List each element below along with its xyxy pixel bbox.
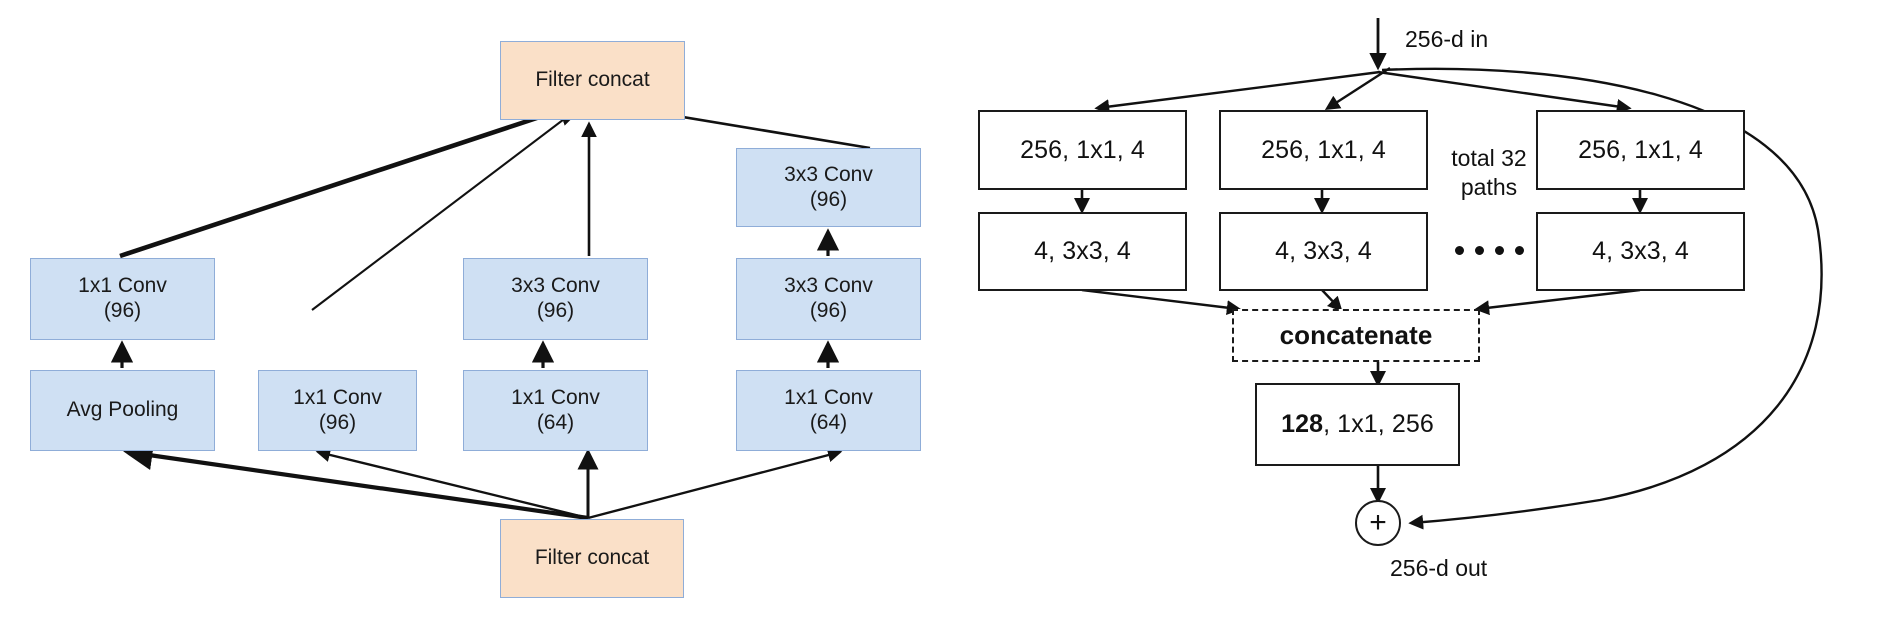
right-path1-conv: 4, 3x3, 4	[978, 212, 1187, 291]
right-concatenate-label: concatenate	[1279, 320, 1433, 350]
right-total-paths-line1: total 32	[1451, 145, 1527, 171]
right-final-conv-label: 128, 1x1, 256	[1281, 410, 1434, 439]
left-branch1-avg-pooling: Avg Pooling	[30, 370, 215, 451]
left-branch4-conv-1x1: 1x1 Conv (64)	[736, 370, 921, 451]
left-branch2-conv-1x1-line2: (96)	[318, 410, 357, 434]
right-path1-reduce: 256, 1x1, 4	[978, 110, 1187, 190]
left-branch1-conv-1x1-line2: (96)	[103, 299, 142, 322]
left-branch4-conv-3x3-mid-line1: 3x3 Conv	[784, 274, 873, 298]
left-branch2-conv-1x1: 1x1 Conv (96)	[258, 370, 417, 451]
right-total-paths-label: total 32 paths	[1443, 144, 1535, 203]
right-total-paths-line2: paths	[1460, 174, 1518, 201]
left-branch4-conv-3x3-top: 3x3 Conv (96)	[736, 148, 921, 227]
right-path2-reduce: 256, 1x1, 4	[1219, 110, 1428, 190]
left-branch4-conv-3x3-top-line2: (96)	[809, 187, 848, 211]
right-merge-plus-label: +	[1369, 506, 1387, 539]
left-branch3-conv-3x3-line1: 3x3 Conv	[511, 274, 600, 298]
right-path1-reduce-label: 256, 1x1, 4	[1020, 135, 1145, 164]
left-branch3-conv-3x3: 3x3 Conv (96)	[463, 258, 648, 340]
left-branch4-conv-3x3-top-line1: 3x3 Conv	[784, 162, 873, 186]
left-branch4-conv-1x1-line1: 1x1 Conv	[784, 385, 873, 409]
right-ellipsis-icon	[1455, 246, 1524, 255]
left-branch4-conv-3x3-mid-line2: (96)	[809, 299, 848, 322]
left-branch1-conv-1x1-line1: 1x1 Conv	[78, 274, 167, 298]
left-bottom-filter-concat-label: Filter concat	[534, 546, 650, 570]
right-path3-conv-label: 4, 3x3, 4	[1592, 237, 1689, 265]
right-path3-reduce-label: 256, 1x1, 4	[1578, 135, 1703, 164]
right-path3-conv: 4, 3x3, 4	[1536, 212, 1745, 291]
left-branch3-conv-3x3-line2: (96)	[536, 299, 575, 322]
left-branch4-conv-1x1-line2: (64)	[809, 410, 848, 434]
right-output-label: 256-d out	[1390, 555, 1488, 581]
right-input-label: 256-d in	[1405, 26, 1489, 52]
left-branch4-conv-3x3-mid: 3x3 Conv (96)	[736, 258, 921, 340]
left-branch1-avg-pooling-label: Avg Pooling	[66, 398, 179, 422]
left-branch3-conv-1x1: 1x1 Conv (64)	[463, 370, 648, 451]
left-top-filter-concat: Filter concat	[500, 41, 685, 120]
left-branch3-conv-1x1-line2: (64)	[536, 410, 575, 434]
right-final-conv-box: 128, 1x1, 256	[1255, 383, 1460, 466]
right-concatenate-box: concatenate	[1232, 309, 1480, 362]
right-merge-plus-icon: +	[1355, 500, 1401, 546]
right-path2-reduce-label: 256, 1x1, 4	[1261, 135, 1386, 164]
left-branch3-conv-1x1-line1: 1x1 Conv	[511, 385, 600, 409]
right-path2-conv-label: 4, 3x3, 4	[1275, 237, 1372, 265]
right-final-conv-bold: 128	[1281, 410, 1324, 438]
left-top-filter-concat-label: Filter concat	[535, 68, 650, 92]
right-final-conv-rest: , 1x1, 256	[1323, 410, 1434, 438]
left-branch2-conv-1x1-line1: 1x1 Conv	[293, 385, 382, 409]
left-bottom-filter-concat: Filter concat	[500, 519, 684, 598]
right-path2-conv: 4, 3x3, 4	[1219, 212, 1428, 291]
left-branch1-conv-1x1: 1x1 Conv (96)	[30, 258, 215, 340]
right-path3-reduce: 256, 1x1, 4	[1536, 110, 1745, 190]
right-path1-conv-label: 4, 3x3, 4	[1034, 237, 1131, 265]
